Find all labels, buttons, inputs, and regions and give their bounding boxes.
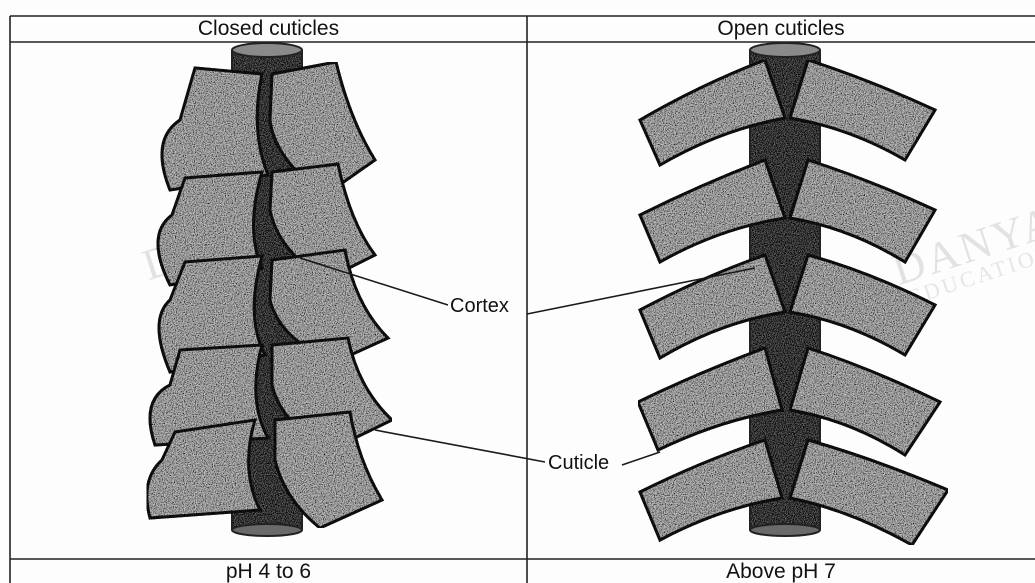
label-cuticle: Cuticle <box>546 452 611 475</box>
footer-ph-closed: pH 4 to 6 <box>10 560 527 583</box>
label-cortex: Cortex <box>448 295 511 318</box>
header-open-cuticles: Open cuticles <box>527 16 1035 42</box>
header-closed-cuticles: Closed cuticles <box>10 16 527 42</box>
footer-ph-open: Above pH 7 <box>527 560 1035 583</box>
